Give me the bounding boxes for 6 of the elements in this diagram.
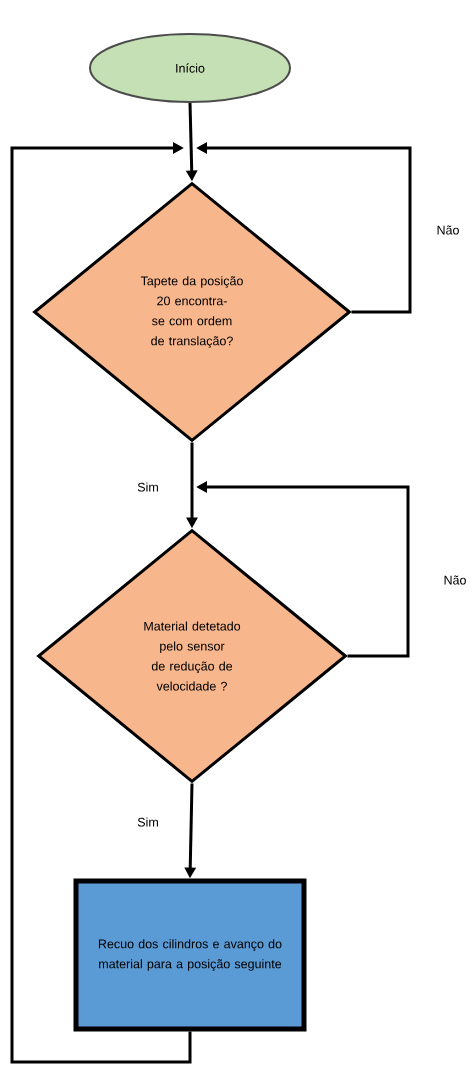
edge-label: Sim — [136, 816, 160, 828]
edge-label: Não — [435, 224, 461, 236]
edge-label: Não — [442, 574, 468, 586]
edge-label: Sim — [136, 481, 160, 493]
process-box: Recuo dos cilindros e avanço do material para a posição seguinte — [73, 878, 307, 1032]
arrow — [10, 142, 192, 1064]
